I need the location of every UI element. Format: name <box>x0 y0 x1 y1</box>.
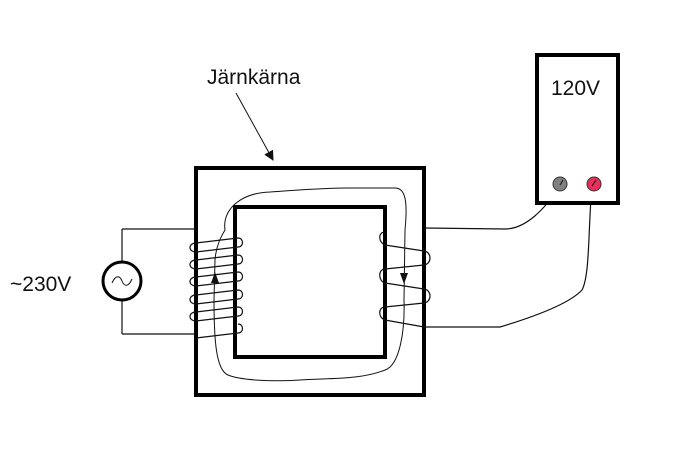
flux-arrow-down-icon <box>400 273 408 284</box>
iron-core-outer <box>194 166 426 397</box>
core-pointer-arrow <box>235 92 274 161</box>
sine-wave-icon <box>111 276 133 286</box>
secondary-coil <box>379 184 593 328</box>
flux-arrow-up-icon <box>211 272 219 283</box>
terminal-black[interactable] <box>552 176 568 192</box>
wire-end <box>591 179 597 187</box>
wire-end <box>559 179 564 186</box>
iron-core-inner <box>233 205 387 359</box>
voltmeter-reading: 120V <box>551 77 600 100</box>
core-label: Järnkärna <box>207 66 301 89</box>
terminal-red[interactable] <box>586 176 602 192</box>
source-voltage-label: ~230V <box>10 273 71 296</box>
primary-coil <box>121 228 244 339</box>
voltmeter <box>535 53 620 205</box>
magnetic-flux-loop <box>213 187 407 382</box>
